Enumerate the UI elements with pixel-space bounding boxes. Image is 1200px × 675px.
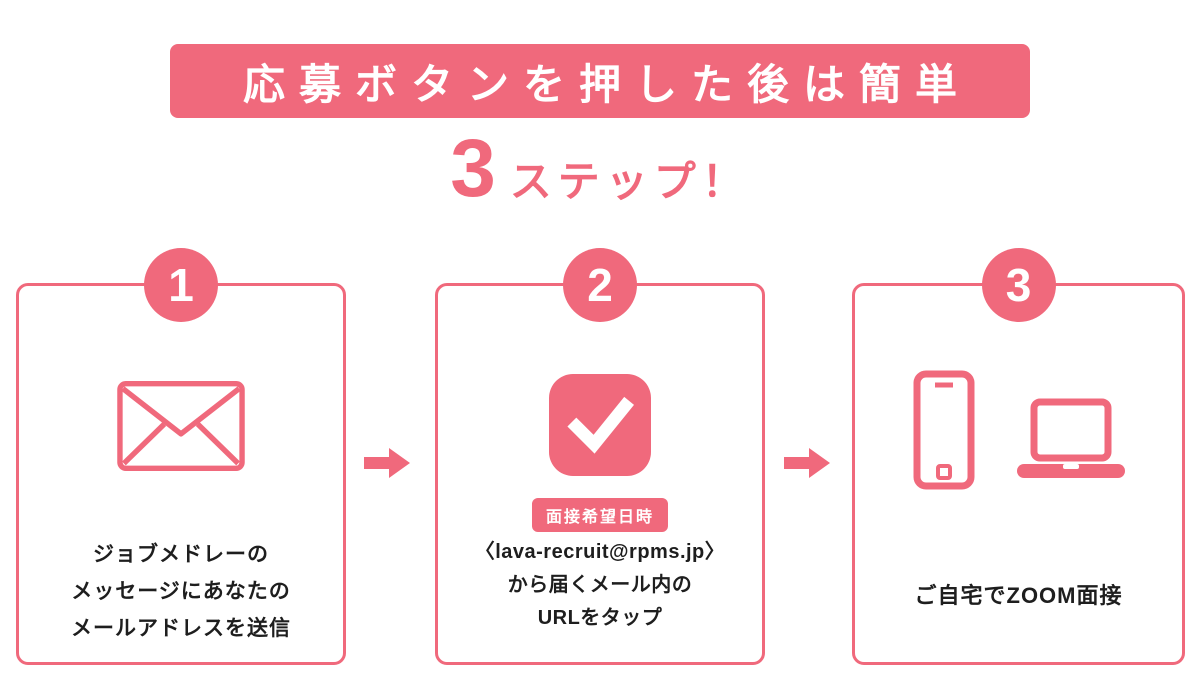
step-card-3: 3 ご自宅でZOOM面接 <box>852 248 1185 665</box>
step-3-icon-row <box>855 370 1182 495</box>
step-card-1: 1 ジョブメドレーの メッセージにあなたの メールアドレスを送信 <box>16 248 346 665</box>
smartphone-icon <box>913 370 975 495</box>
step-2-description: 〈lava-recruit@rpms.jp〉 から届くメール内の URLをタップ <box>438 536 762 635</box>
mail-envelope-icon <box>117 380 245 477</box>
text-line: から届くメール内の <box>507 574 693 596</box>
laptop-icon <box>1016 398 1125 485</box>
steps-subtitle: 3 ステップ！ <box>0 128 1200 210</box>
step-2-number: 2 <box>587 259 613 311</box>
arrow-right-icon <box>784 446 832 480</box>
text-line: ご自宅でZOOM面接 <box>914 583 1123 608</box>
email-address-line: 〈lava-recruit@rpms.jp〉 <box>474 541 726 563</box>
arrow-right-icon <box>364 446 412 480</box>
text-line: ジョブメドレーの <box>93 543 269 566</box>
step-3-description: ご自宅でZOOM面接 <box>855 578 1182 610</box>
text-line: メールアドレスを送信 <box>71 617 291 640</box>
header-banner: 応募ボタンを押した後は簡単 <box>170 44 1030 118</box>
steps-label: ステップ！ <box>509 158 750 205</box>
step-card-2: 2 面接希望日時 〈lava-recruit@rpms.jp〉 から届くメール内… <box>435 248 765 665</box>
checkmark-tile-icon <box>549 374 651 476</box>
step-3-number-badge: 3 <box>981 248 1056 322</box>
step-count-number: 3 <box>450 123 496 214</box>
step-1-number-badge: 1 <box>144 248 218 322</box>
step-1-description: ジョブメドレーの メッセージにあなたの メールアドレスを送信 <box>19 536 343 647</box>
text-line: URLをタップ <box>537 607 663 629</box>
step-1-number: 1 <box>168 259 194 311</box>
step-2-number-badge: 2 <box>563 248 637 322</box>
text-line: メッセージにあなたの <box>71 580 291 603</box>
step-1-icon-row <box>19 380 343 477</box>
step-3-number: 3 <box>1005 259 1032 311</box>
interview-datetime-badge: 面接希望日時 <box>531 498 669 532</box>
header-title: 応募ボタンを押した後は簡単 <box>242 60 971 108</box>
